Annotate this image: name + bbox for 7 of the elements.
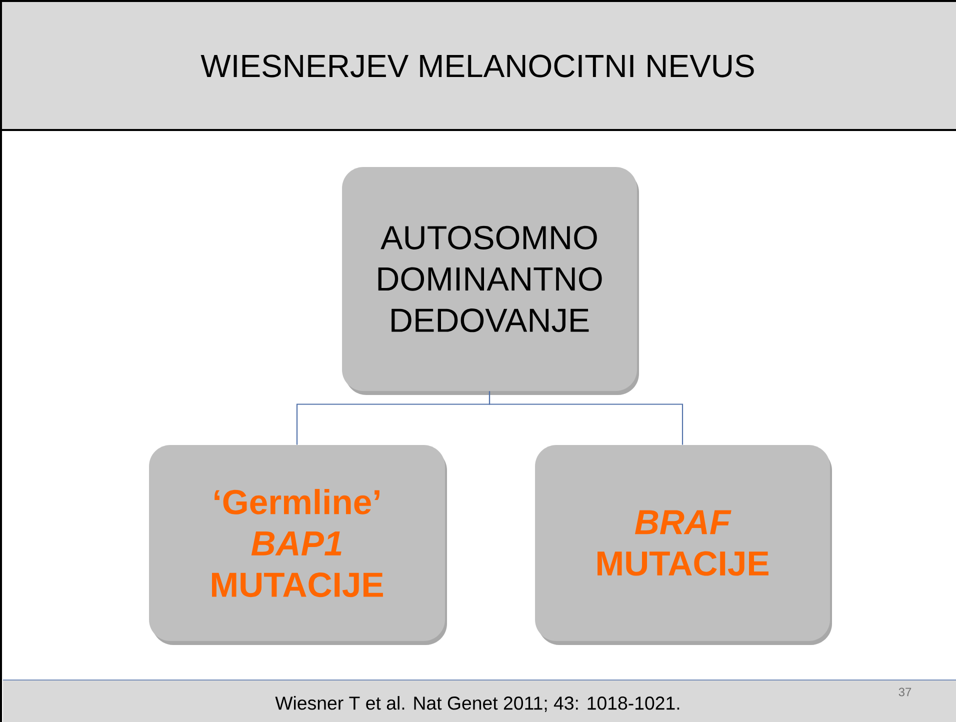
citation: Wiesner T et al. Nat Genet 2011; 43: 1018-1021. [275,696,680,712]
slide-title: WIESNERJEV MELANOCITNI NEVUS [200,54,754,78]
connector [488,391,684,445]
rounded-box: ‘Germline’ BAP1 MUTACIJE [149,445,447,645]
rounded-box: BRAF MUTACIJE [535,445,832,645]
rounded-box: AUTOSOMNO DOMINANTNO DEDOVANJE [342,167,639,395]
page-number: 37 [898,688,912,696]
